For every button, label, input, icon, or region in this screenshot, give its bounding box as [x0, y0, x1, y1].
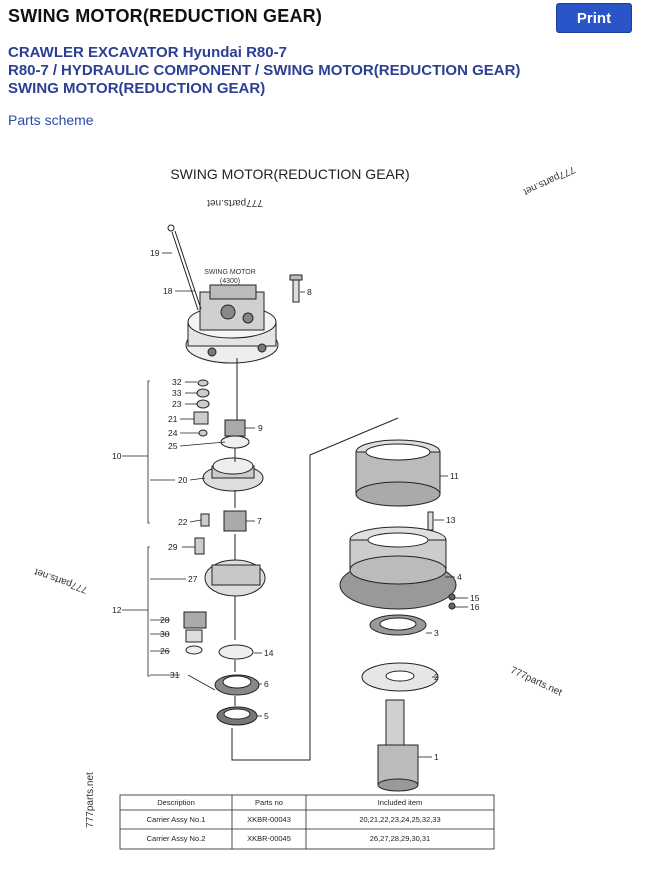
callout-label: 7	[257, 516, 262, 526]
callout-label: 21	[168, 414, 178, 424]
callout-label: 18	[163, 286, 173, 296]
motor-code: (4300)	[220, 278, 240, 285]
breadcrumb-current-link[interactable]: SWING MOTOR(REDUCTION GEAR)	[263, 62, 521, 79]
callout-label: 10	[112, 451, 122, 461]
parts-scheme-link[interactable]: Parts scheme	[8, 112, 94, 128]
breadcrumb-subtitle: SWING MOTOR(REDUCTION GEAR)	[8, 80, 266, 97]
callout-label: 24	[168, 428, 178, 438]
breadcrumb-separator: /	[255, 62, 260, 79]
callout-label: 2	[434, 672, 439, 682]
breadcrumb-separator: /	[52, 62, 58, 79]
table-cell: 26,27,28,29,30,31	[370, 834, 430, 843]
callout-label: 22	[178, 517, 188, 527]
callout-label: 32	[172, 377, 182, 387]
table-cell: XKBR-00045	[247, 834, 291, 843]
callout-label: 30	[160, 629, 170, 639]
swing-motor-drawing	[185, 284, 279, 364]
breadcrumb-machine-link[interactable]: CRAWLER EXCAVATOR Hyundai R80-7	[8, 44, 287, 61]
callout-label: 8	[307, 287, 312, 297]
included-items-table: Description Parts no Included item Carri…	[119, 794, 495, 850]
breadcrumb-category-link[interactable]: HYDRAULIC COMPONENT	[61, 62, 252, 79]
breadcrumb: CRAWLER EXCAVATOR Hyundai R80-7 R80-7/HY…	[8, 44, 520, 98]
watermark: 777parts.net	[521, 164, 576, 198]
callout-label: 29	[168, 542, 178, 552]
page-title: SWING MOTOR(REDUCTION GEAR)	[8, 6, 323, 26]
callout-label: 25	[168, 441, 178, 451]
callout-label: 23	[172, 399, 182, 409]
print-button[interactable]: Print	[556, 3, 632, 33]
dipstick-drawing	[167, 224, 303, 311]
watermark: 777parts.net	[33, 566, 89, 595]
callout-label: 16	[470, 602, 480, 612]
callout-label: 3	[434, 628, 439, 638]
callout-label: 20	[178, 475, 188, 485]
breadcrumb-model-link[interactable]: R80-7	[8, 62, 49, 79]
callout-label: 14	[264, 648, 274, 658]
parts-diagram: SWING MOTOR(REDUCTION GEAR) 777parts.net…	[0, 130, 650, 878]
callout-label: 13	[446, 515, 456, 525]
callout-label: 11	[450, 471, 459, 481]
parts-diagram-svg: SWING MOTOR(REDUCTION GEAR) 777parts.net…	[33, 164, 577, 850]
table-cell: XKBR-00043	[247, 815, 291, 824]
table-cell: Carrier Assy No.1	[147, 815, 206, 824]
callout-label: 4	[457, 572, 462, 582]
watermark: 777parts.net	[85, 772, 96, 828]
table-cell: 20,21,22,23,24,25,32,33	[359, 815, 440, 824]
watermark: 777parts.net	[207, 197, 263, 208]
watermark: 777parts.net	[509, 665, 564, 699]
callout-label: 26	[160, 646, 170, 656]
callout-label: 33	[172, 388, 182, 398]
callout-label: 15	[470, 593, 480, 603]
callout-label: 5	[264, 711, 269, 721]
table-cell: Carrier Assy No.2	[147, 834, 206, 843]
diagram-title: SWING MOTOR(REDUCTION GEAR)	[170, 166, 409, 182]
callout-label: 1	[434, 752, 439, 762]
callout-label: 9	[258, 423, 263, 433]
callout-label: 6	[264, 679, 269, 689]
callout-labels: 19 18 8 32 33 23 21 24 25 9 10 20 22 7 2…	[112, 248, 480, 762]
motor-label: SWING MOTOR	[204, 269, 256, 276]
callout-label: 31	[170, 670, 180, 680]
table-header: Description	[157, 798, 195, 807]
callout-label: 12	[112, 605, 122, 615]
callout-label: 27	[188, 574, 198, 584]
callout-label: 28	[160, 615, 170, 625]
callout-label: 19	[150, 248, 160, 258]
table-header: Parts no	[255, 798, 283, 807]
table-header: Included item	[378, 798, 423, 807]
